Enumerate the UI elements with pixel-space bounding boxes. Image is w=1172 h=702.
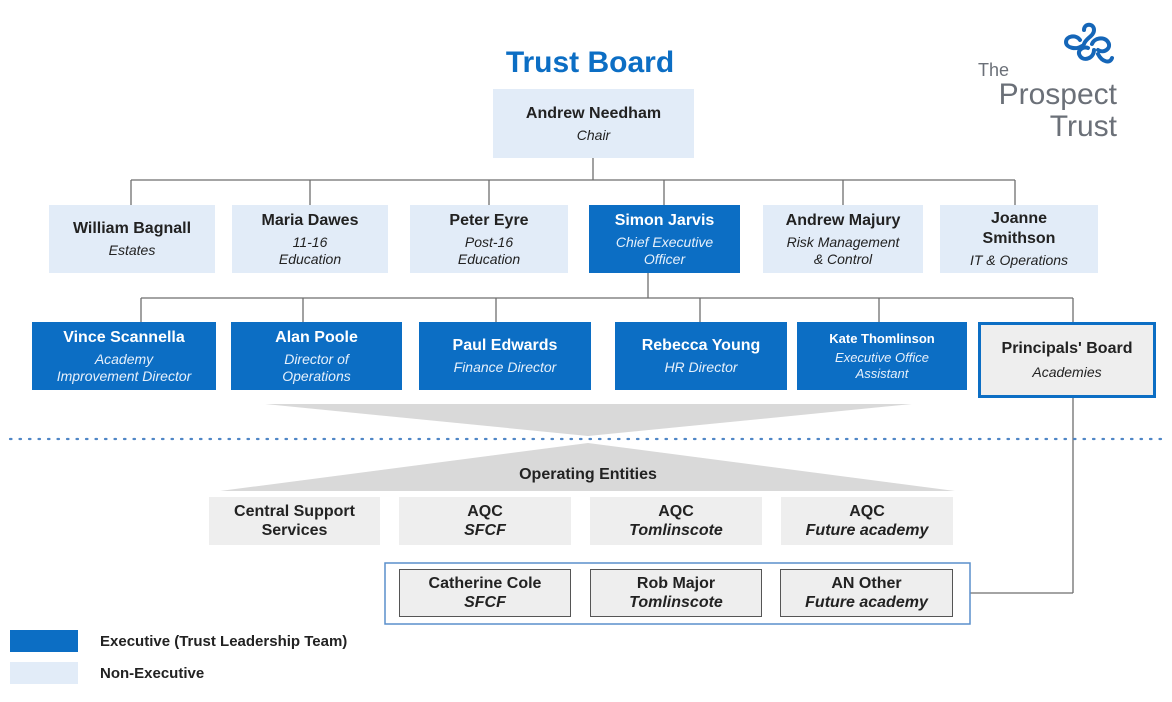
board-member-box: William Bagnall Estates: [49, 205, 215, 273]
board-member-name: Simon Jarvis: [614, 211, 715, 229]
operating-entity-line: AQC: [658, 502, 694, 520]
board-member-name: Smithson: [982, 229, 1056, 247]
executive-name: Paul Edwards: [452, 337, 558, 354]
executive-name: Rebecca Young: [641, 337, 761, 354]
executive-name: Alan Poole: [275, 328, 358, 346]
board-member-role: & Control: [813, 250, 873, 267]
board-member-role: Officer: [643, 250, 686, 267]
principals-board-box: Principals' Board Academies: [978, 322, 1156, 398]
board-member-name: William Bagnall: [72, 220, 192, 237]
board-member-box: Simon Jarvis Chief Executive Officer: [589, 205, 740, 273]
legend-label-non-executive: Non-Executive: [100, 665, 205, 682]
board-member-box: Maria Dawes 11-16 Education: [232, 205, 388, 273]
operating-entity-line: AQC: [467, 502, 503, 520]
principal-academy: SFCF: [464, 594, 506, 611]
executive-name: Kate Thomlinson: [829, 330, 935, 346]
board-member-name: Maria Dawes: [261, 211, 359, 229]
board-member-box: Joanne Smithson IT & Operations: [940, 205, 1098, 273]
chair-box: Andrew Needham Chair: [493, 89, 694, 158]
principal-box: Catherine Cole SFCF: [399, 569, 571, 617]
principal-academy: Tomlinscote: [629, 594, 723, 611]
operating-entity-line: SFCF: [464, 522, 506, 539]
principals-board-role: Academies: [1032, 364, 1102, 381]
principals-group-outline: [384, 562, 971, 625]
board-member-role: Chief Executive: [615, 233, 714, 250]
board-member-role: Risk Management: [786, 233, 900, 250]
operating-entity-line: Services: [261, 522, 328, 539]
executive-name: Vince Scannella: [63, 328, 185, 346]
executive-box: Paul Edwards Finance Director: [419, 322, 591, 390]
board-member-role: Education: [457, 250, 521, 267]
executive-role: Improvement Director: [56, 367, 192, 384]
operating-entity-box: AQC Tomlinscote: [590, 497, 762, 545]
principal-name: Catherine Cole: [428, 574, 542, 592]
prospect-knot-icon: [1063, 22, 1114, 64]
operating-entity-box: Central Support Services: [209, 497, 380, 545]
principal-box: Rob Major Tomlinscote: [590, 569, 762, 617]
logo-line-the: The: [978, 60, 1010, 80]
principal-name: Rob Major: [636, 574, 716, 592]
board-member-name: Peter Eyre: [449, 211, 529, 229]
logo-line-trust: Trust: [1049, 110, 1117, 143]
principal-name: AN Other: [831, 574, 902, 592]
operating-entity-line: Tomlinscote: [629, 522, 723, 539]
board-member-role: Estates: [108, 242, 156, 259]
operating-entity-box: AQC Future academy: [781, 497, 953, 545]
board-member-box: Peter Eyre Post-16 Education: [410, 205, 568, 273]
legend-label-executive: Executive (Trust Leadership Team): [100, 633, 348, 650]
executive-box: Rebecca Young HR Director: [615, 322, 787, 390]
legend-swatch-non-executive: [10, 662, 78, 684]
executive-role: HR Director: [664, 359, 738, 376]
executive-box: Kate Thomlinson Executive Office Assista…: [797, 322, 967, 390]
executive-box: Vince Scannella Academy Improvement Dire…: [32, 322, 216, 390]
operating-entities-heading: Operating Entities: [519, 466, 657, 483]
board-member-role: Post-16: [464, 233, 514, 250]
board-member-name: Andrew Majury: [785, 211, 901, 229]
operating-entity-line: Future academy: [805, 522, 929, 539]
board-member-role: Education: [278, 250, 342, 267]
executive-role: Assistant: [855, 365, 909, 381]
logo-line-prospect: Prospect: [998, 78, 1117, 111]
principals-board-name: Principals' Board: [1001, 340, 1133, 357]
operating-entity-box: AQC SFCF: [399, 497, 571, 545]
board-member-role: IT & Operations: [969, 251, 1069, 268]
page-title: Trust Board: [505, 46, 675, 79]
principal-academy: Future academy: [805, 594, 928, 611]
executive-role: Academy: [94, 350, 154, 367]
operating-entity-line: Central Support: [234, 502, 355, 520]
chair-role: Chair: [576, 126, 611, 143]
executive-box: Alan Poole Director of Operations: [231, 322, 402, 390]
executive-role: Executive Office: [835, 350, 929, 366]
executive-role: Director of: [284, 350, 349, 367]
logo: The Prospect Trust: [960, 20, 1125, 145]
legend-swatch-executive: [10, 630, 78, 652]
executive-role: Operations: [282, 367, 351, 384]
operating-entity-line: AQC: [849, 502, 885, 520]
board-member-name: Joanne: [990, 210, 1047, 228]
board-member-role: 11-16: [292, 233, 328, 250]
executive-role: Finance Director: [453, 359, 557, 376]
funnel-bottom: [220, 443, 955, 491]
chair-name: Andrew Needham: [525, 104, 662, 122]
principal-box: AN Other Future academy: [780, 569, 953, 617]
funnel-top: [265, 404, 912, 436]
board-member-box: Andrew Majury Risk Management & Control: [763, 205, 923, 273]
